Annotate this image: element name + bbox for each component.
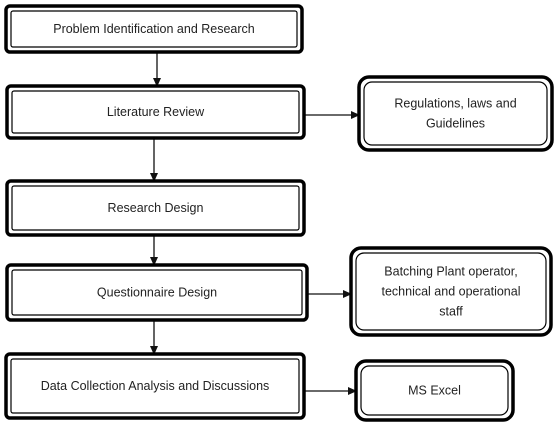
box-label-line: Data Collection Analysis and Discussions [41,379,270,393]
box-outer-frame [4,352,306,420]
box-label-line: Problem Identification and Research [53,22,255,36]
box-ms-excel: MS Excel [354,359,515,422]
box-data-collection: Data Collection Analysis and Discussions [4,352,306,420]
box-label-line: Questionnaire Design [97,286,217,300]
box-label-line: technical and operational [382,285,521,299]
box-outer-frame [354,359,515,422]
connector-layer [150,52,360,395]
box-label-line: Batching Plant operator, [384,265,517,279]
box-outer-frame [349,246,553,337]
box-label-line: Literature Review [107,105,205,119]
box-inner-frame [363,81,548,146]
box-label-line: Regulations, laws and [394,97,516,111]
box-inner-frame [360,365,509,416]
box-label-line: Guidelines [426,117,485,131]
box-outer-frame [4,4,304,54]
box-label-line: staff [439,305,463,319]
box-operators: Batching Plant operator, technical and op… [349,246,553,337]
box-outer-frame [357,75,554,152]
box-label-line: Research Design [108,201,204,215]
box-inner-frame [10,10,298,48]
box-outer-frame [5,84,306,140]
box-questionnaire: Questionnaire Design [5,263,309,322]
box-inner-frame [11,90,300,134]
box-outer-frame [5,179,306,237]
box-layer: Problem Identification and ResearchLiter… [4,4,554,422]
box-inner-frame [355,252,547,331]
box-literature: Literature Review [5,84,306,140]
box-problem: Problem Identification and Research [4,4,304,54]
box-inner-frame [10,358,300,414]
box-inner-frame [11,269,303,316]
box-research-design: Research Design [5,179,306,237]
box-label-line: MS Excel [408,384,461,398]
box-outer-frame [5,263,309,322]
box-inner-frame [11,185,300,231]
